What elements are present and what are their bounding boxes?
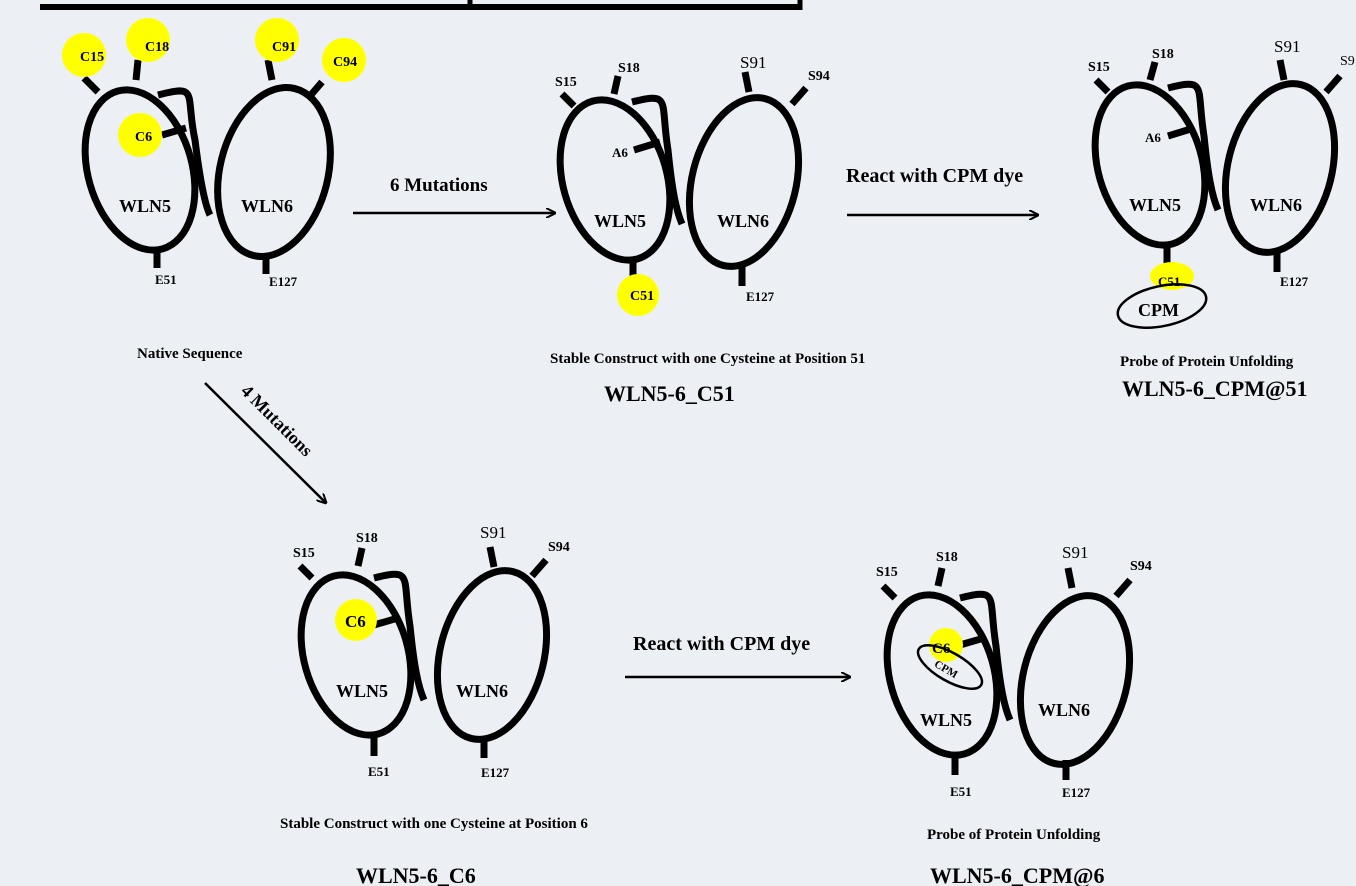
construct-cpm6: S15 S18 S91 S94 C6 CPM WLN5 WLN6 E51 E12…: [869, 543, 1151, 886]
label-e127: E127: [481, 765, 510, 780]
label-a6: A6: [1145, 130, 1161, 145]
label-c91: C91: [272, 40, 296, 55]
label-wln6: WLN6: [1038, 700, 1090, 720]
label-a6: A6: [612, 145, 628, 160]
wln6-domain: [201, 75, 347, 268]
label-cpm: CPM: [1138, 300, 1179, 320]
label-e51: E51: [368, 764, 390, 779]
name-cpm6: WLN5-6_CPM@6: [930, 863, 1104, 886]
label-wln5: WLN5: [1129, 195, 1181, 215]
label-s15: S15: [555, 75, 577, 90]
label-c6: C6: [932, 641, 951, 657]
label-s94: S94: [808, 69, 830, 84]
label-s15: S15: [1088, 60, 1110, 75]
caption-c6: Stable Construct with one Cysteine at Po…: [280, 816, 588, 832]
label-6-mutations: 6 Mutations: [390, 175, 488, 196]
label-e127: E127: [746, 289, 775, 304]
label-wln6: WLN6: [1250, 195, 1302, 215]
label-react-cpm-top: React with CPM dye: [846, 165, 1023, 187]
label-s15: S15: [293, 546, 315, 561]
label-react-cpm-bottom: React with CPM dye: [633, 633, 810, 655]
name-c51: WLN5-6_C51: [604, 381, 735, 406]
label-wln5: WLN5: [119, 196, 171, 216]
label-wln5: WLN5: [336, 681, 388, 701]
label-s91: S91: [1062, 543, 1088, 562]
label-s18: S18: [1152, 47, 1174, 62]
label-s94: S9: [1340, 54, 1355, 69]
label-c94: C94: [333, 55, 357, 70]
label-s18: S18: [936, 550, 958, 565]
caption-c51: Stable Construct with one Cysteine at Po…: [550, 351, 865, 367]
label-e127: E127: [269, 274, 298, 289]
label-wln5: WLN5: [920, 710, 972, 730]
label-e51: E51: [155, 272, 177, 287]
construct-cpm51: S15 S18 S91 S9 A6 WLN5 WLN6 C51 CPM E127…: [1077, 37, 1354, 401]
label-4-mutations: 4 Mutations: [237, 381, 317, 461]
label-c15: C15: [80, 50, 104, 65]
label-s91: S91: [480, 523, 506, 542]
label-c18: C18: [145, 40, 169, 55]
label-e127: E127: [1062, 785, 1091, 800]
caption-native: Native Sequence: [137, 346, 243, 362]
name-c6: WLN5-6_C6: [356, 863, 476, 886]
construct-c6: S15 S18 S91 S94 C6 WLN5 WLN6 E51 E127 St…: [280, 523, 588, 886]
native-construct: C15 C18 C91 C94 C6 WLN5 WLN6 E51 E127 Na…: [62, 18, 366, 362]
label-wln6: WLN6: [241, 196, 293, 216]
label-s94: S94: [1130, 559, 1152, 574]
label-s18: S18: [356, 531, 378, 546]
caption-cpm6: Probe of Protein Unfolding: [927, 827, 1101, 843]
label-s18: S18: [618, 61, 640, 76]
label-wln6: WLN6: [456, 681, 508, 701]
name-cpm51: WLN5-6_CPM@51: [1122, 376, 1307, 401]
label-c6: C6: [345, 612, 366, 631]
label-s15: S15: [876, 565, 898, 580]
label-wln5: WLN5: [594, 211, 646, 231]
construct-c51: S15 S18 S91 S94 A6 WLN5 WLN6 C51 E127 St…: [542, 53, 865, 406]
caption-cpm51: Probe of Protein Unfolding: [1120, 354, 1294, 370]
label-e127: E127: [1280, 274, 1309, 289]
label-s91: S91: [740, 53, 766, 72]
label-c51: C51: [1158, 274, 1180, 289]
label-s91: S91: [1274, 37, 1300, 56]
label-e51: E51: [950, 784, 972, 799]
label-s94: S94: [548, 540, 570, 555]
title-underline: [40, 4, 800, 10]
label-c51: C51: [630, 289, 654, 304]
label-c6: C6: [135, 130, 152, 145]
label-wln6: WLN6: [717, 211, 769, 231]
